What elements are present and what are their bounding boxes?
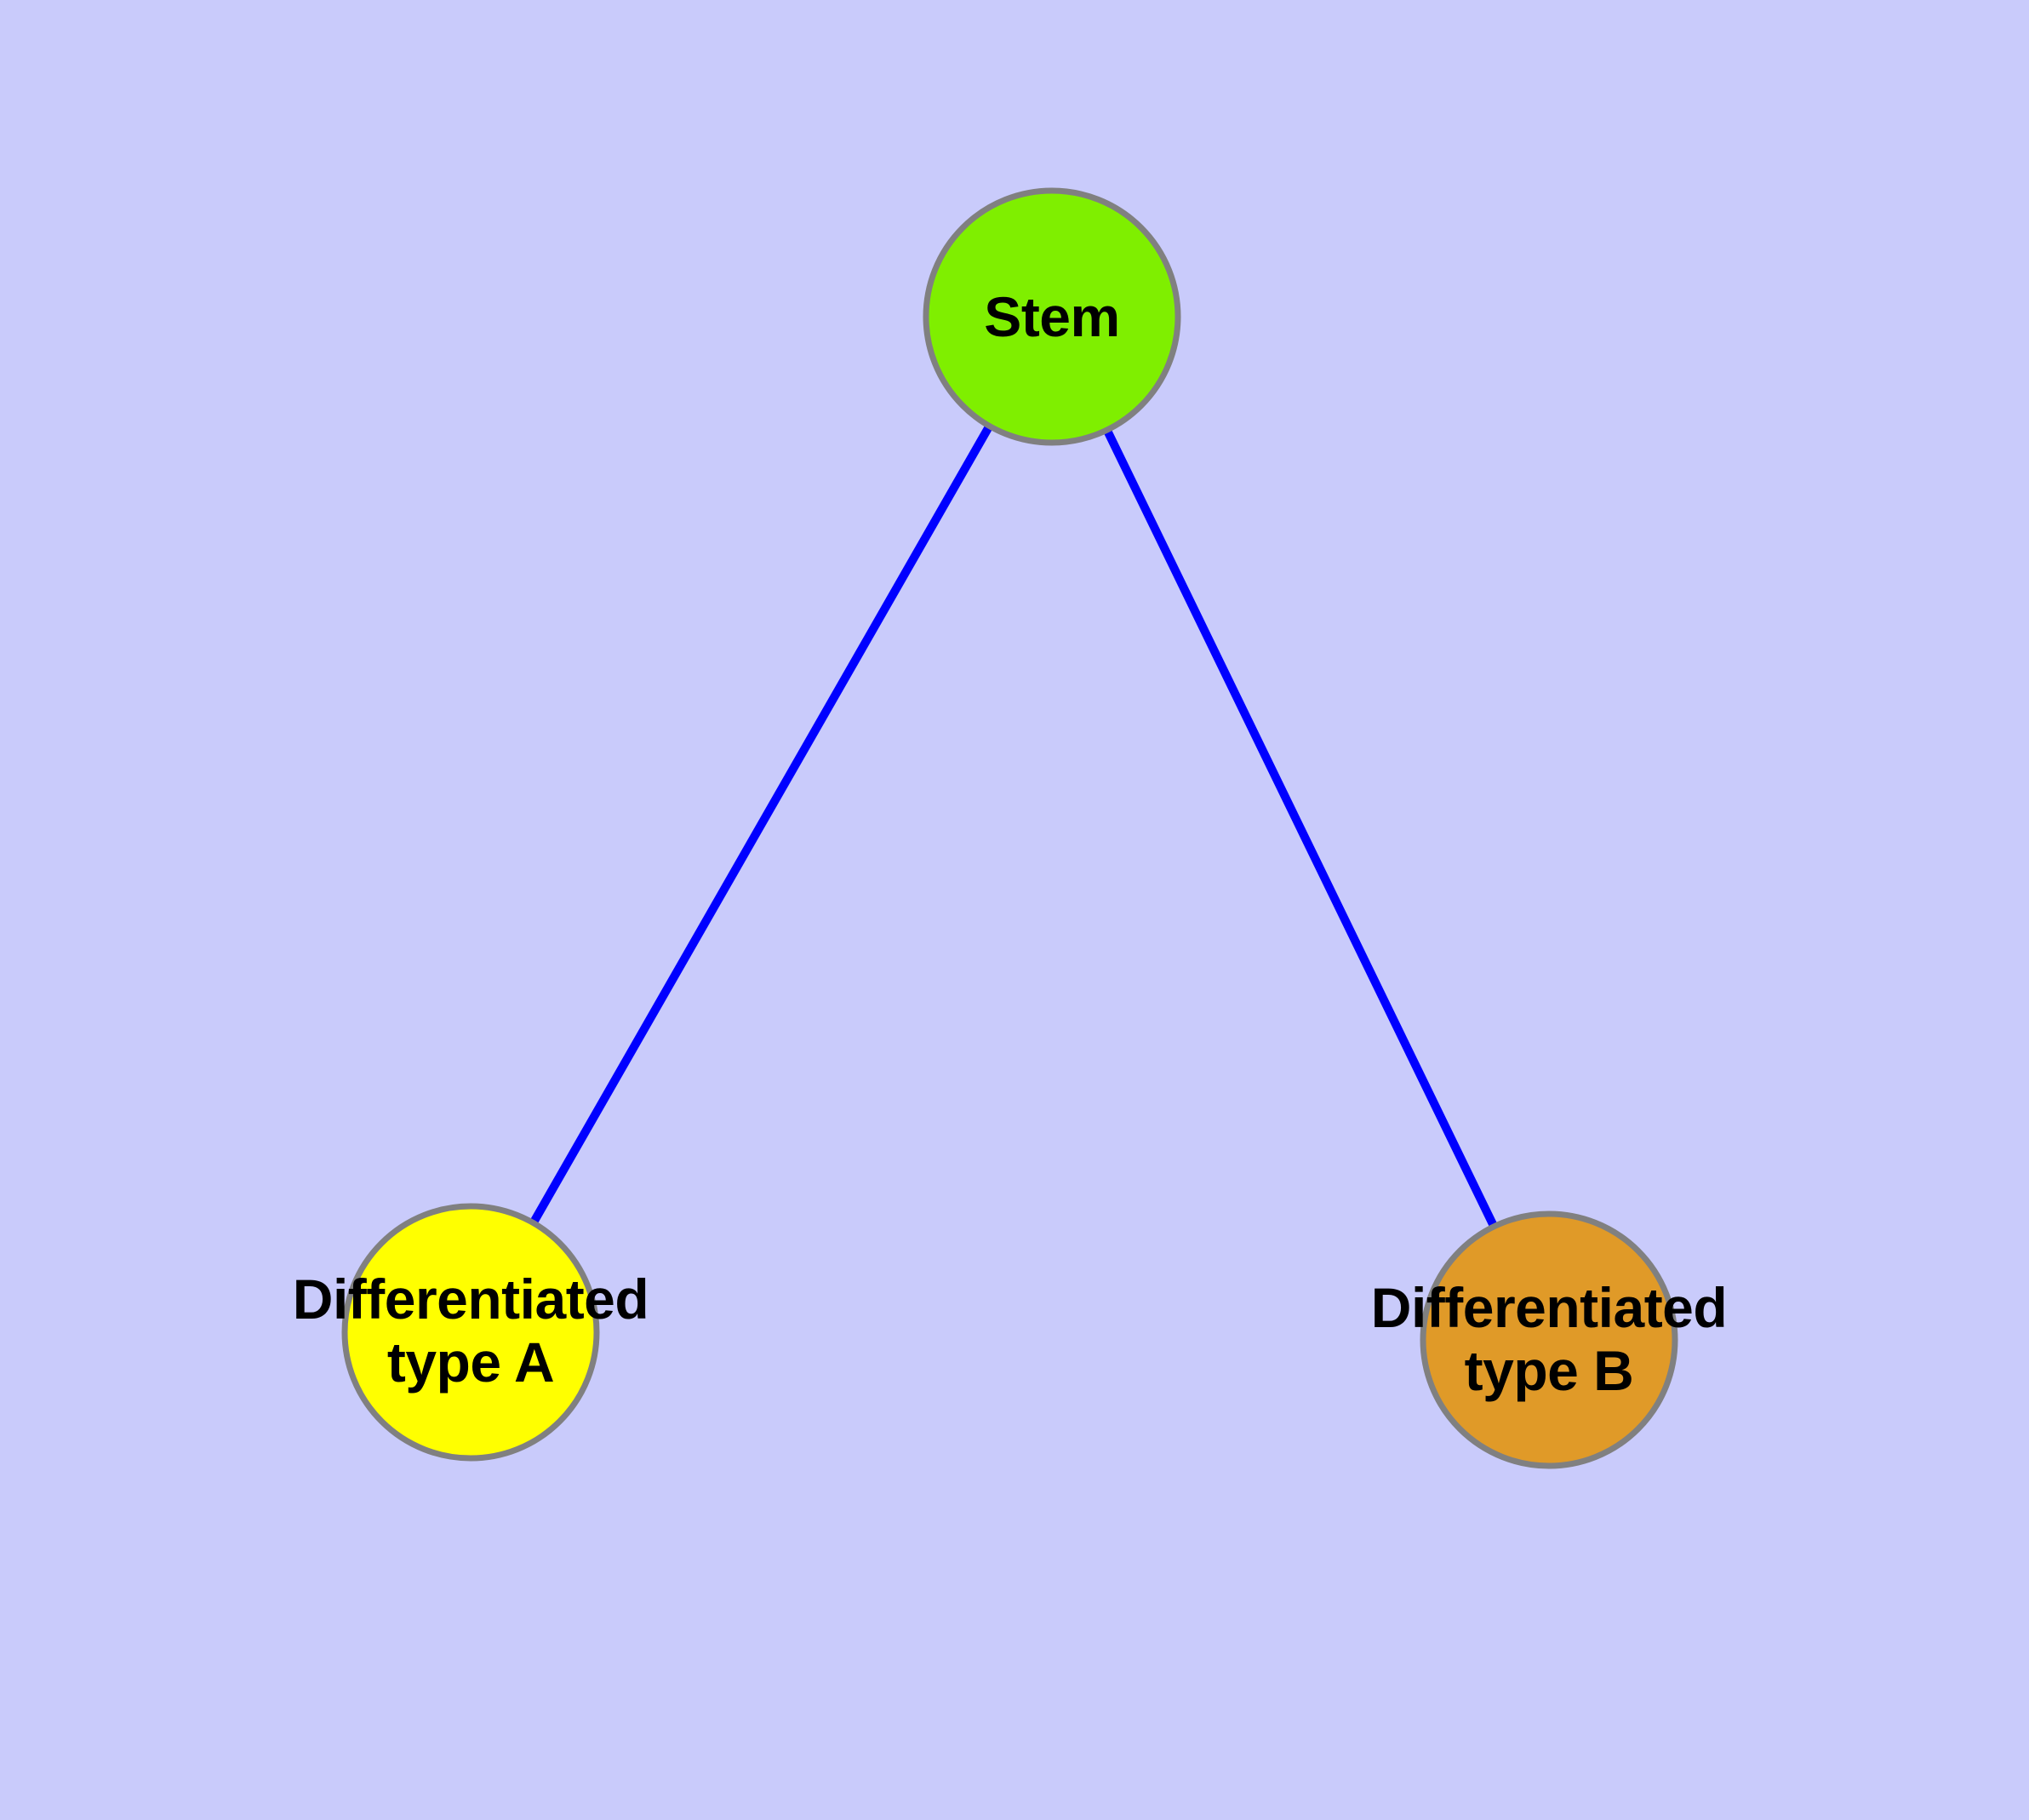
node-layer <box>341 187 1678 1469</box>
node-stem[interactable] <box>923 187 1181 446</box>
edge-stem-to-diff-b[interactable] <box>1048 314 1553 1342</box>
edge-layer <box>466 314 1553 1342</box>
node-diff-b[interactable] <box>1420 1210 1678 1469</box>
node-diff-a[interactable] <box>341 1203 600 1462</box>
edge-stem-to-diff-a[interactable] <box>466 314 1056 1335</box>
